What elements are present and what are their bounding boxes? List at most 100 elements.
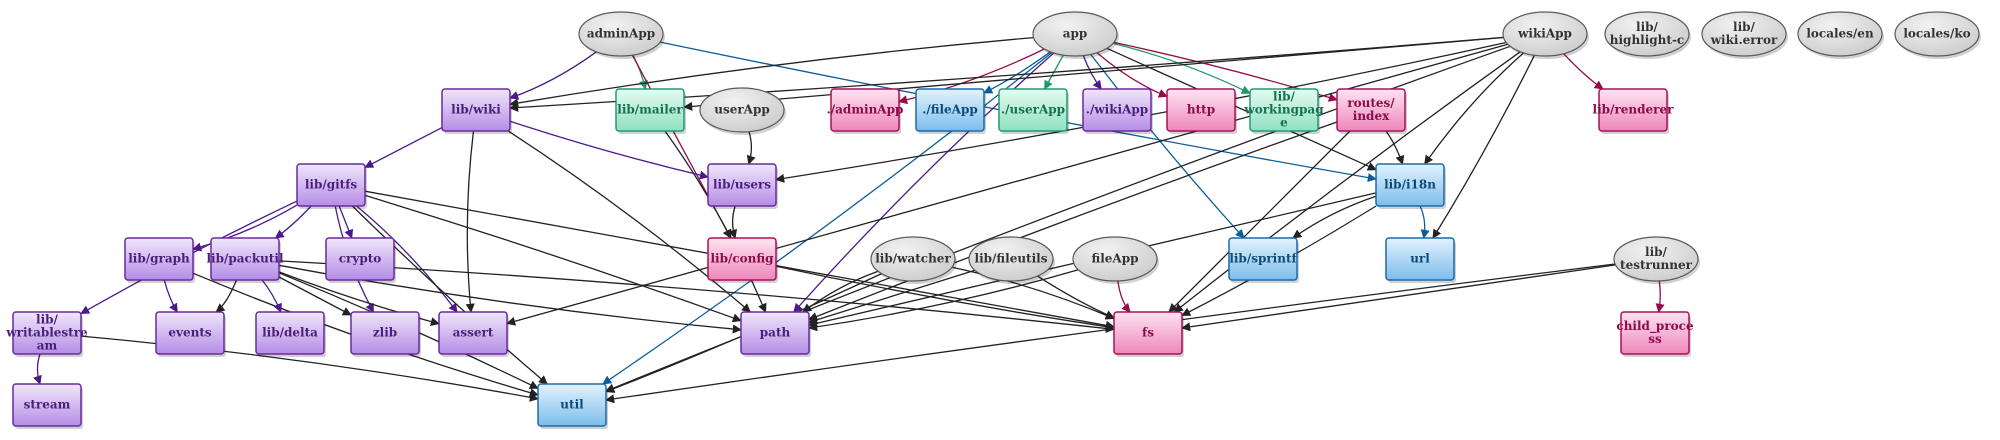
node-localesko-shape [1894, 11, 1980, 57]
node-users: lib/users [707, 163, 778, 209]
node-zlib-label: zlib [373, 326, 397, 340]
node-highlight-shape [1604, 11, 1690, 57]
node-app-label: app [1063, 27, 1088, 41]
node-libmailer-shape [615, 88, 685, 132]
node-workingpage-label: lib/ [1273, 90, 1296, 104]
node-highlight-label: highlight-c [1610, 33, 1684, 47]
node-fileAppMod-label: ./fileApp [922, 103, 978, 117]
node-i18n-shape [1375, 163, 1445, 207]
node-http-label: http [1187, 103, 1215, 117]
node-renderer: lib/renderer [1593, 88, 1675, 134]
edge-packutil-to-fs [278, 260, 1115, 333]
node-assert-shape [438, 311, 508, 355]
node-watcher-label: lib/watcher [875, 252, 951, 266]
node-i18n-label: lib/i18n [1384, 178, 1436, 192]
node-events-shape [155, 311, 225, 355]
node-adminAppMod-label: ./adminApp [827, 103, 904, 117]
node-stream-shape [12, 383, 82, 427]
node-userApp-label: userApp [714, 103, 770, 117]
node-stream-label: stream [24, 398, 71, 412]
edge-app-to-http [1096, 52, 1168, 98]
node-libwiki-shape [441, 88, 511, 132]
edge-i18n-to-sprintf [1292, 195, 1377, 239]
node-util-label: util [560, 398, 584, 412]
node-fileutils-label: lib/fileutils [975, 252, 1048, 266]
node-fileutils: lib/fileutils [968, 236, 1055, 284]
node-libwiki-label: lib/wiki [451, 103, 501, 117]
edge-users-to-config [728, 205, 737, 239]
node-fileApp-label: fileApp [1091, 252, 1138, 266]
edge-routes-to-fs [1168, 130, 1351, 313]
node-watcher-shape [870, 236, 956, 282]
node-adminApp-label: adminApp [587, 27, 655, 41]
node-userAppMod-shape [998, 88, 1068, 132]
node-app-shape [1032, 11, 1118, 57]
node-users-shape [707, 163, 777, 207]
edge-app-to-path [793, 52, 1055, 313]
node-delta-label: lib/delta [262, 326, 318, 340]
node-workingpage-label: e [1280, 116, 1288, 130]
node-events: events [155, 311, 226, 357]
node-wikierror-label: wiki.error [1710, 33, 1778, 47]
edge-packutil-to-events [215, 279, 238, 313]
node-adminApp: adminApp [578, 11, 665, 59]
node-wikiAppMod: ./wikiApp [1082, 88, 1153, 134]
node-userApp: userApp [699, 87, 786, 135]
node-libmailer-label: lib/mailer [617, 103, 683, 117]
node-graph-label: lib/graph [128, 252, 190, 266]
edge-i18n-to-url [1419, 205, 1430, 239]
node-assert: assert [438, 311, 509, 357]
node-assert-label: assert [453, 326, 494, 340]
node-childproc-label: child_proce [1616, 319, 1694, 334]
edge-app-to-i18n [1106, 47, 1377, 171]
node-graph-shape [124, 237, 194, 281]
node-workingpage-label: workingpag [1243, 103, 1324, 117]
node-fileutils-shape [968, 236, 1054, 282]
node-gitfs: lib/gitfs [296, 163, 367, 209]
nodes-layer: adminApp app wikiApp lib/highlight-c lib/wik… [5, 11, 1981, 429]
node-workingpage-shape [1249, 88, 1319, 132]
edge-libmailer-to-config [664, 130, 732, 239]
edge-routes-to-path [808, 121, 1338, 321]
edge-packutil-to-assert [278, 271, 440, 327]
node-gitfs-shape [296, 163, 366, 207]
node-crypto-label: crypto [339, 252, 382, 266]
edge-wikiApp-to-url [1432, 55, 1535, 239]
node-localesen-label: locales/en [1806, 27, 1874, 41]
edge-gitfs-to-util [351, 205, 548, 385]
node-wikiAppMod-label: ./wikiApp [1086, 103, 1148, 117]
edge-fileApp-to-path [808, 269, 1079, 332]
edge-testrunner-to-childproc [1655, 280, 1665, 313]
node-fileApp: fileApp [1072, 236, 1159, 284]
edge-wikiApp-to-i18n [1424, 52, 1525, 165]
node-fileAppMod: ./fileApp [915, 88, 986, 134]
node-renderer-label: lib/renderer [1593, 103, 1675, 117]
node-localesen-shape [1797, 11, 1883, 57]
edge-testrunner-to-fs [1181, 264, 1616, 332]
node-util: util [537, 383, 608, 429]
edge-wikiApp-to-libmailer [683, 36, 1504, 111]
node-routes: routes/index [1336, 88, 1407, 134]
node-adminApp-shape [578, 11, 664, 57]
node-packutil-shape [210, 237, 280, 281]
node-stream: stream [12, 383, 83, 429]
edge-fileApp-to-fs [1117, 280, 1131, 313]
edge-adminApp-to-libwiki [509, 51, 597, 100]
edge-app-to-libwiki [509, 36, 1034, 108]
node-libwiki: lib/wiki [441, 88, 512, 134]
node-fs-shape [1113, 311, 1183, 355]
node-localesko-label: locales/ko [1903, 27, 1970, 41]
node-util-shape [537, 383, 607, 427]
node-users-label: lib/users [713, 178, 771, 192]
node-packutil-label: lib/packutil [206, 252, 284, 266]
node-wikiApp-label: wikiApp [1517, 27, 1572, 41]
node-routes-shape [1336, 88, 1406, 132]
edges-layer [33, 36, 1665, 404]
node-zlib: zlib [350, 311, 421, 357]
node-adminAppMod-shape [830, 88, 900, 132]
edge-gitfs-to-path [364, 194, 742, 323]
edge-writable-to-stream [33, 353, 42, 385]
edge-gitfs-to-packutil [274, 205, 312, 239]
node-config: lib/config [707, 237, 778, 283]
